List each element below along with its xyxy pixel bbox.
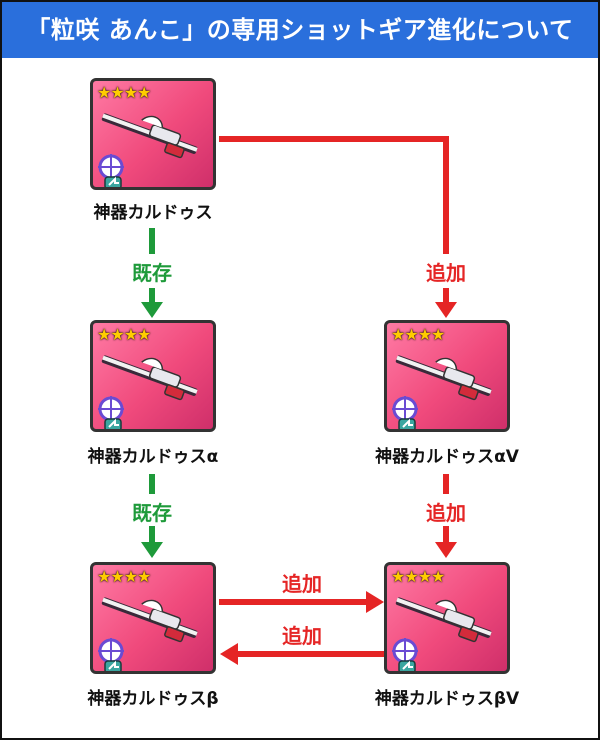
edge-label-base-alpha: 既存 [132, 261, 172, 285]
edge-base-alphaV-upper [219, 136, 449, 254]
weapon-card-base: ★★★★ [90, 78, 216, 190]
edge-label-beta-betaV: 追加 [282, 572, 322, 596]
edge-label-alphaV-betaV: 追加 [426, 501, 466, 525]
edge-label-base-alphaV: 追加 [426, 261, 466, 285]
rarity-stars: ★★★★ [97, 567, 151, 586]
rarity-stars: ★★★★ [391, 567, 445, 586]
rifle-icon [392, 597, 492, 671]
node-label-beta: 神器カルドゥスβ [87, 689, 219, 709]
rifle-icon [98, 113, 198, 187]
arrowhead-betaV-beta [220, 643, 238, 665]
arrowhead-base-alphaV [435, 302, 457, 318]
weapon-card-alphaV: ★★★★ [384, 320, 510, 432]
node-label-alpha: 神器カルドゥスα [87, 447, 219, 467]
weapon-card-betaV: ★★★★ [384, 562, 510, 674]
rarity-stars: ★★★★ [97, 325, 151, 344]
edge-label-betaV-beta: 追加 [282, 624, 322, 648]
arrowhead-alphaV-betaV [435, 542, 457, 558]
arrowhead-alpha-beta [141, 542, 163, 558]
arrowhead-beta-betaV [366, 591, 384, 613]
node-label-betaV: 神器カルドゥスβⅤ [374, 689, 520, 709]
header-bar: 「粒咲 あんこ」の専用ショットギア進化について [2, 2, 598, 58]
rarity-stars: ★★★★ [97, 83, 151, 102]
rarity-stars: ★★★★ [391, 325, 445, 344]
rifle-icon [98, 597, 198, 671]
page-title: 「粒咲 あんこ」の専用ショットギア進化について [26, 16, 574, 44]
edge-label-alpha-beta: 既存 [132, 501, 172, 525]
weapon-card-alpha: ★★★★ [90, 320, 216, 432]
node-label-alphaV: 神器カルドゥスαⅤ [375, 447, 519, 467]
node-label-base: 神器カルドゥス [93, 203, 213, 223]
rifle-icon [392, 355, 492, 429]
arrowhead-base-alpha [141, 302, 163, 318]
weapon-card-beta: ★★★★ [90, 562, 216, 674]
rifle-icon [98, 355, 198, 429]
